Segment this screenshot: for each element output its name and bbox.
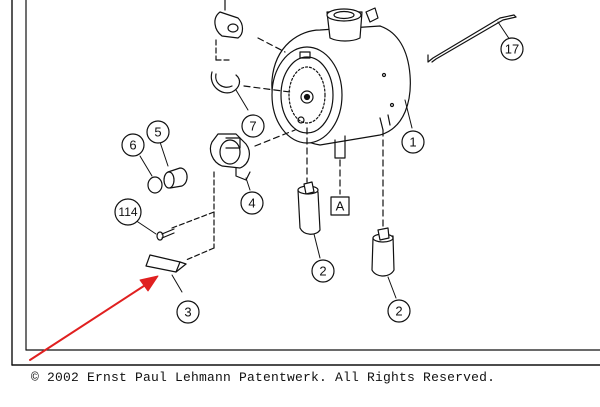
callout-6: 6	[121, 133, 145, 157]
callout-2-right: 2	[387, 299, 411, 323]
part-2-brush-holder-right	[371, 129, 397, 299]
callout-2-left: 2	[311, 259, 335, 283]
part-3-cover-plate	[145, 211, 215, 293]
svg-text:2: 2	[319, 264, 326, 279]
callout-4: 4	[240, 191, 264, 215]
part-5-and-6-caps	[139, 141, 188, 194]
part-1-motor-housing	[271, 7, 413, 159]
drawing-frame	[11, 0, 600, 366]
part-7-clips	[210, 0, 291, 111]
callout-5: 5	[146, 120, 170, 144]
part-4-motor-bracket	[209, 129, 296, 191]
svg-text:2: 2	[395, 304, 402, 319]
callout-1: 1	[401, 130, 425, 154]
red-arrow-annotation	[29, 275, 159, 361]
svg-text:6: 6	[129, 138, 136, 153]
svg-text:17: 17	[505, 42, 519, 57]
part-114-screw	[134, 219, 175, 241]
svg-text:5: 5	[154, 125, 161, 140]
svg-text:7: 7	[249, 119, 256, 134]
part-17-rod	[427, 14, 517, 63]
part-2-brush-holder-left	[297, 127, 321, 259]
svg-text:A: A	[336, 199, 345, 214]
copyright-notice: © 2002 Ernst Paul Lehmann Patentwerk. Al…	[31, 370, 496, 385]
svg-text:114: 114	[118, 205, 137, 219]
callout-7: 7	[241, 114, 265, 138]
callout-17: 17	[500, 37, 524, 61]
callout-114: 114	[114, 198, 142, 226]
svg-text:1: 1	[409, 135, 416, 150]
callout-3: 3	[176, 300, 200, 324]
callout-a: A	[330, 196, 350, 216]
svg-text:3: 3	[184, 305, 191, 320]
svg-text:4: 4	[248, 196, 255, 211]
screw-leader-lines	[171, 171, 215, 229]
